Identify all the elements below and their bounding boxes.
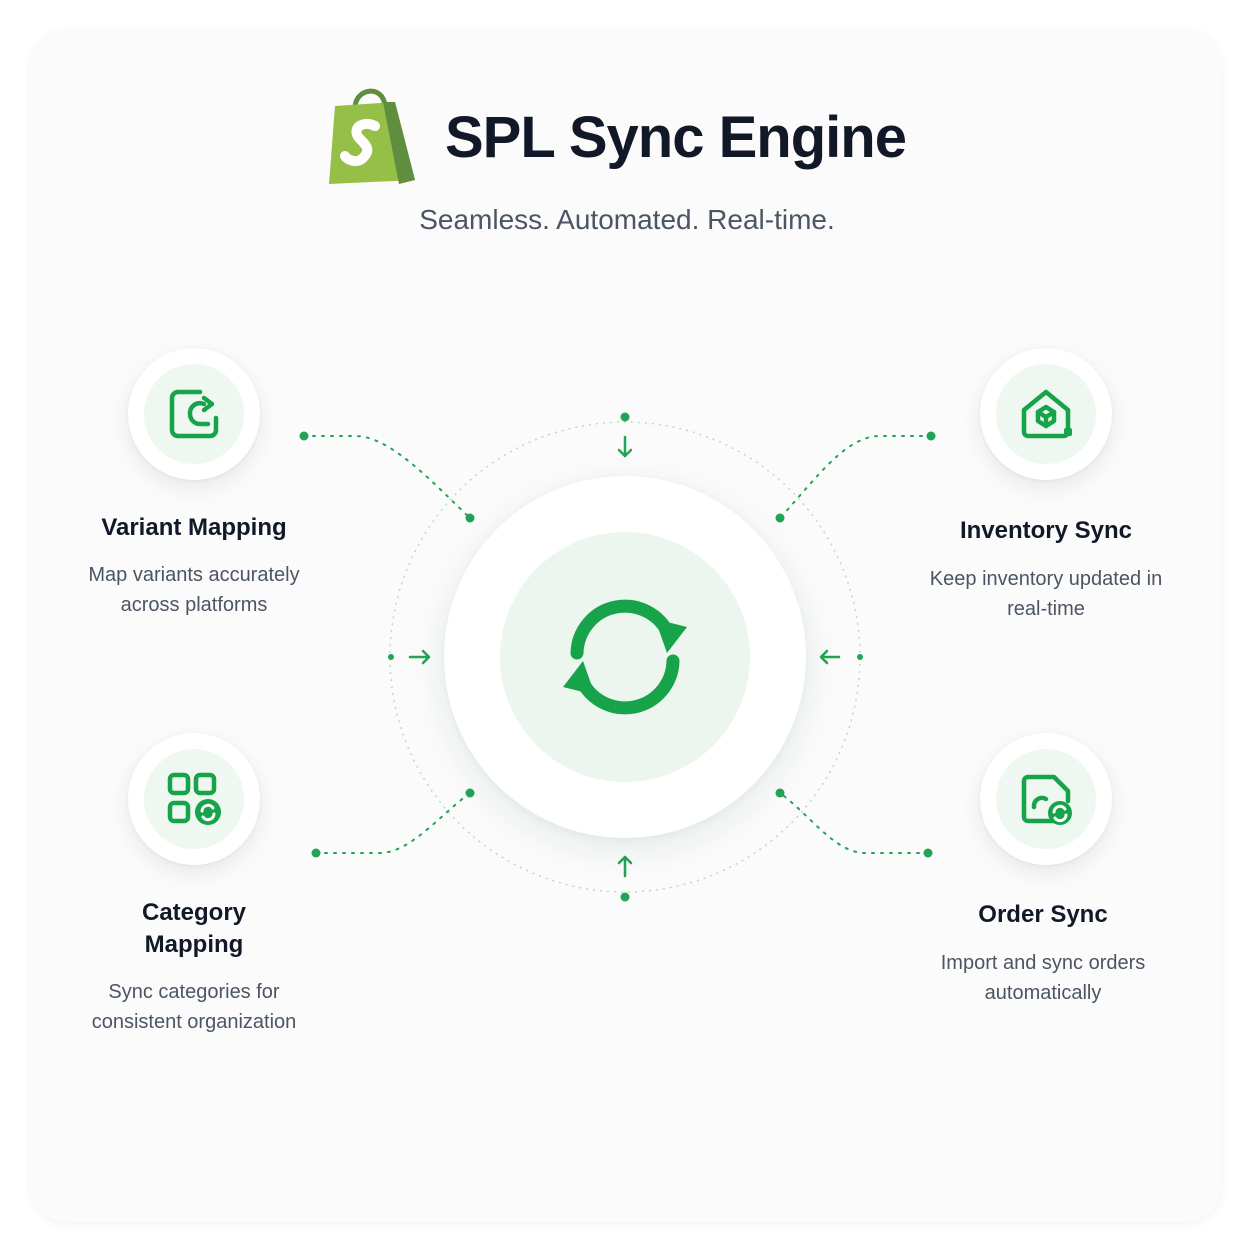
feature-desc-variant-mapping: Map variants accurately across platforms — [88, 564, 300, 616]
inventory-box-icon — [1021, 389, 1072, 439]
sync-hub-inner — [500, 532, 750, 782]
feature-title-category-mapping: Category Mapping — [141, 899, 247, 958]
feature-title-inventory-sync: Inventory Sync — [959, 517, 1133, 544]
variant-mapping-icon — [169, 389, 219, 439]
shopping-bag-logo-icon — [329, 88, 415, 184]
feature-title-variant-mapping: Variant Mapping — [101, 514, 287, 541]
sync-arrows-icon — [563, 599, 687, 715]
variant-mapping-node — [128, 348, 260, 480]
feature-desc-category-mapping: Sync categories for consistent organizat… — [91, 981, 297, 1033]
order-sync-icon — [1021, 774, 1072, 825]
feature-title-order-sync: Order Sync — [978, 901, 1108, 928]
order-sync-node — [980, 733, 1112, 865]
category-mapping-node — [128, 733, 260, 865]
category-grid-icon — [167, 772, 221, 825]
inventory-sync-node — [980, 348, 1112, 480]
page-title: SPL Sync Engine — [445, 105, 907, 170]
feature-desc-order-sync: Import and sync orders automatically — [940, 952, 1146, 1004]
page-subtitle: Seamless. Automated. Real-time. — [419, 204, 835, 235]
feature-desc-inventory-sync: Keep inventory updated in real-time — [929, 568, 1163, 620]
